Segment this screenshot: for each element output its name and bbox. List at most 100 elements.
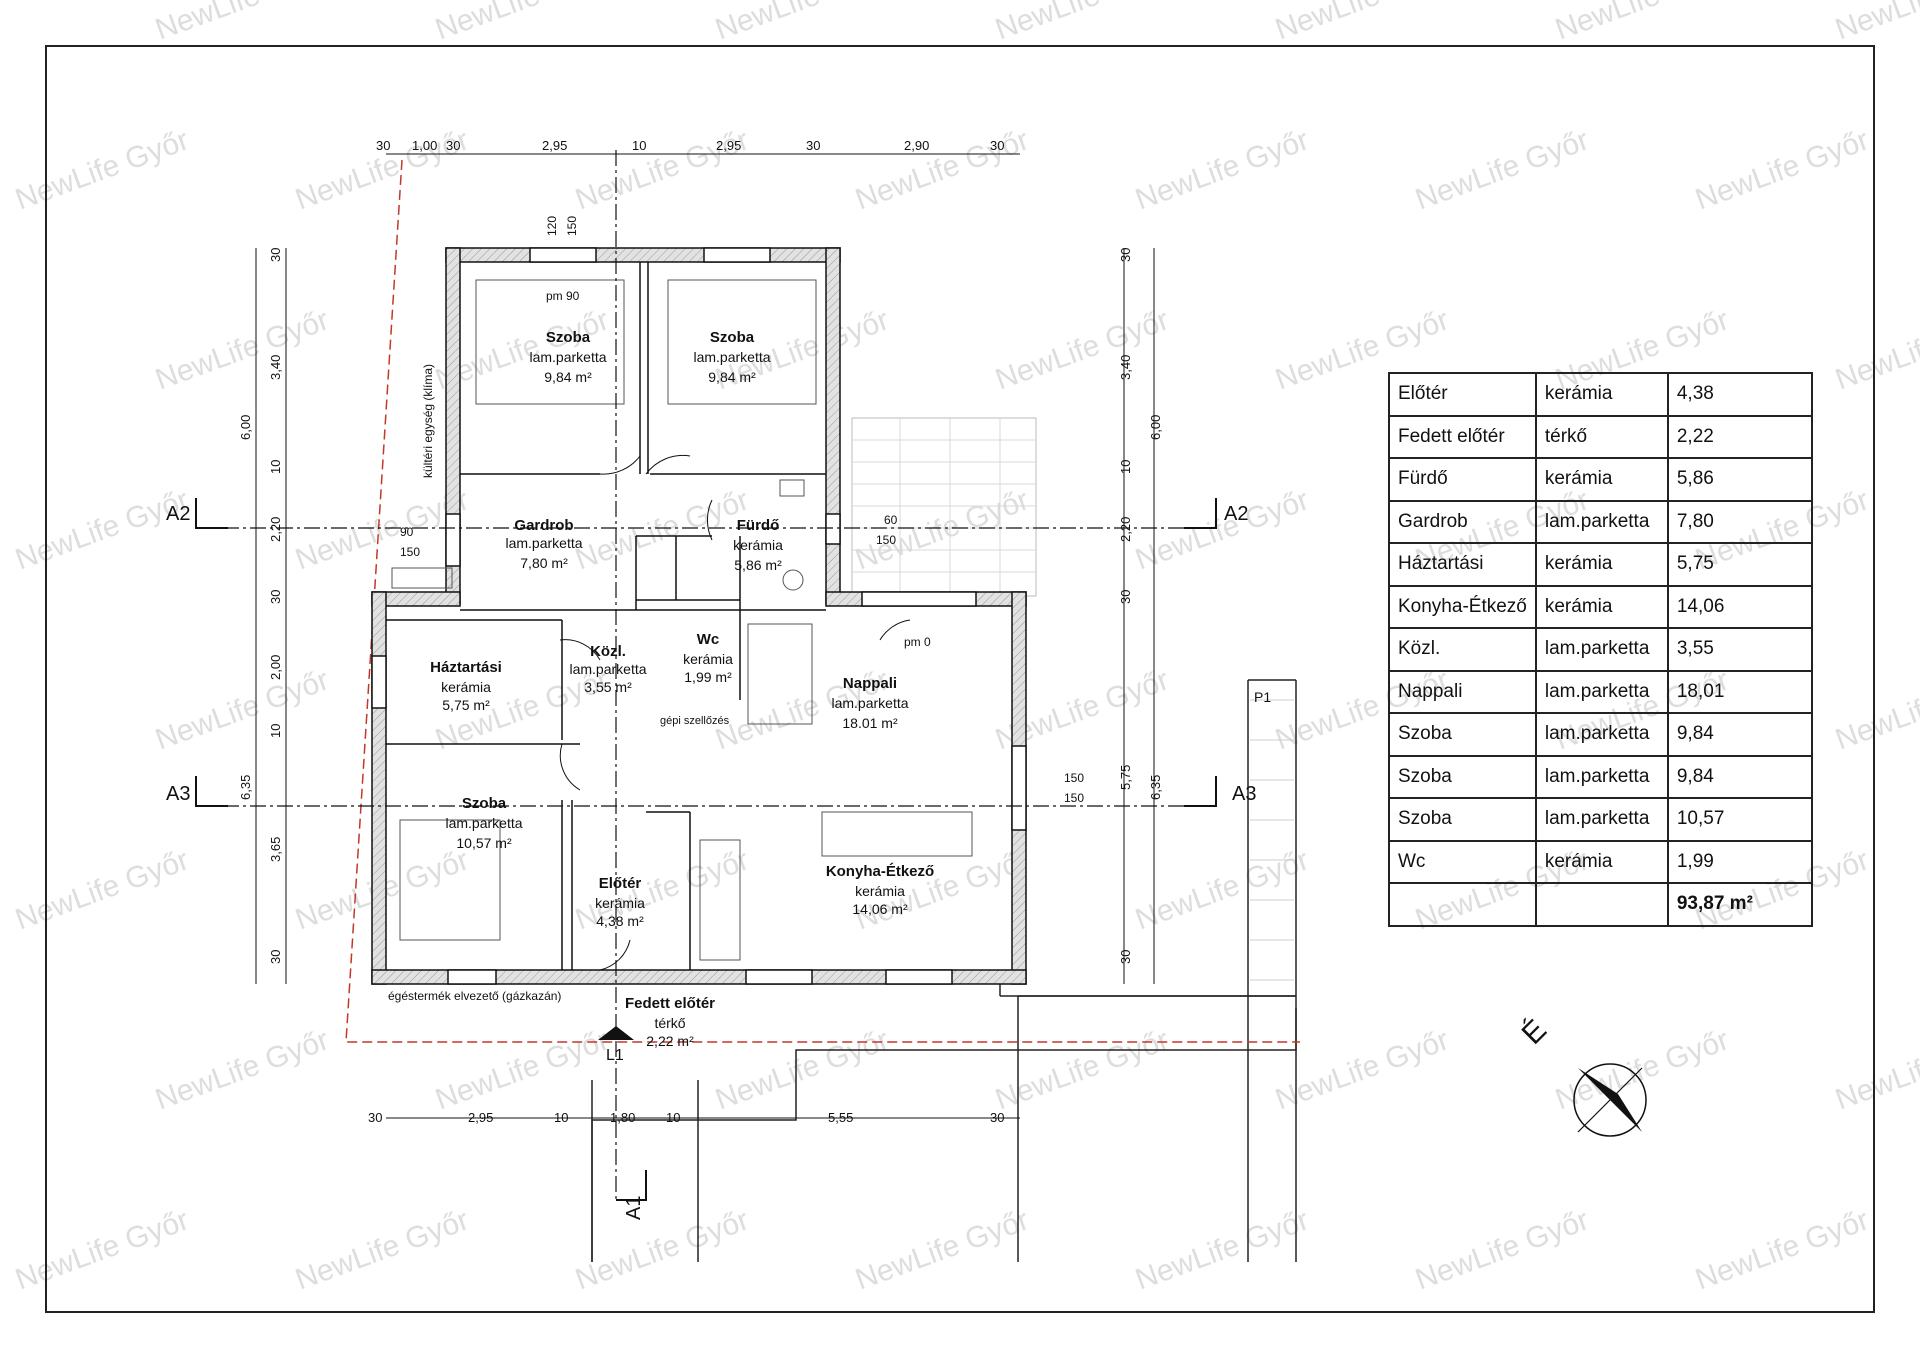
watermark-text: NewLife Győr bbox=[1131, 843, 1313, 936]
watermark-text: NewLife Győr bbox=[1831, 663, 1920, 756]
dim-left-inner-0: 30 bbox=[268, 248, 283, 262]
dim-bottom-4: 10 bbox=[666, 1110, 680, 1125]
room-name-kozl: Közl. bbox=[590, 643, 626, 660]
area-table-cell-floor: lam.parketta bbox=[1534, 499, 1669, 544]
window-label-1: 150 bbox=[565, 216, 579, 236]
area-table-cell-floor: lam.parketta bbox=[1534, 712, 1669, 757]
area-table-total-row: 93,87 m² bbox=[1388, 882, 1813, 927]
room-name-szoba-3: Szoba bbox=[462, 795, 507, 812]
watermark-text: NewLife Győr bbox=[291, 1203, 473, 1296]
window-label-4: 150 bbox=[400, 545, 420, 559]
watermark-text: NewLife Győr bbox=[851, 483, 1033, 576]
area-table-cell-area: 4,38 bbox=[1666, 372, 1813, 417]
area-table-cell-area: 14,06 bbox=[1666, 584, 1813, 629]
window-label-7: 150 bbox=[1064, 771, 1084, 785]
dim-top-8: 30 bbox=[990, 138, 1004, 153]
section-label-a2-left: A2 bbox=[166, 503, 190, 525]
area-table-cell-room: Konyha-Étkező bbox=[1388, 584, 1537, 629]
room-area-wc: 1,99 m² bbox=[684, 669, 732, 685]
room-floor-wc: kerámia bbox=[683, 651, 733, 667]
dim-left-outer-1: 6,35 bbox=[238, 775, 253, 800]
room-area-kozl: 3,55 m² bbox=[584, 679, 632, 695]
paving-ticks bbox=[1250, 699, 1294, 981]
area-table-cell-floor: kerámia bbox=[1534, 542, 1669, 587]
room-area-gardrob: 7,80 m² bbox=[520, 555, 568, 571]
window-label-5: 60 bbox=[884, 513, 898, 527]
dim-top-1: 1,00 bbox=[412, 138, 437, 153]
room-name-gardrob: Gardrob bbox=[514, 517, 573, 534]
room-floor-fedett-eloter: térkő bbox=[654, 1015, 685, 1031]
dim-bottom-3: 1,80 bbox=[610, 1110, 635, 1125]
room-floor-haztartasi: kerámia bbox=[441, 679, 491, 695]
watermark-text: NewLife Győr bbox=[1271, 0, 1453, 47]
area-table-cell-room: Fürdő bbox=[1388, 457, 1537, 502]
section-lines bbox=[196, 150, 1216, 1200]
watermark-text: NewLife Győr bbox=[1131, 123, 1313, 216]
watermark-text: NewLife Győr bbox=[1131, 1203, 1313, 1296]
dim-left-outer-0: 6,00 bbox=[238, 415, 253, 440]
section-label-a2-right: A2 bbox=[1224, 503, 1248, 525]
area-table-cell-area: 5,75 bbox=[1666, 542, 1813, 587]
section-label-a3-right: A3 bbox=[1232, 783, 1256, 805]
dim-right-inner-4: 30 bbox=[1118, 590, 1133, 604]
watermark-text: NewLife Győr bbox=[1551, 0, 1733, 47]
dim-right-inner-5: 5,75 bbox=[1118, 765, 1133, 790]
watermark-text: NewLife Győr bbox=[11, 123, 193, 216]
area-table-cell-room: Fedett előtér bbox=[1388, 414, 1537, 459]
room-name-szoba-2: Szoba bbox=[710, 329, 755, 346]
room-name-fedett-eloter: Fedett előtér bbox=[625, 995, 715, 1012]
area-table-cell-area: 7,80 bbox=[1666, 499, 1813, 544]
dim-left-inner-8: 30 bbox=[268, 950, 283, 964]
dim-top-4: 10 bbox=[632, 138, 646, 153]
area-table-cell-area: 18,01 bbox=[1666, 669, 1813, 714]
dim-left-inner-4: 30 bbox=[268, 590, 283, 604]
window-label-8: 150 bbox=[1064, 791, 1084, 805]
area-table-cell-room: Háztartási bbox=[1388, 542, 1537, 587]
dim-bottom-2: 10 bbox=[554, 1110, 568, 1125]
area-table-cell-area: 2,22 bbox=[1666, 414, 1813, 459]
window-label-9: pm 0 bbox=[904, 635, 931, 649]
entrance-marker-icon bbox=[598, 1026, 634, 1040]
room-name-konyha: Konyha-Étkező bbox=[826, 863, 934, 880]
watermark-text: NewLife Győr bbox=[991, 303, 1173, 396]
area-table-cell-room: Szoba bbox=[1388, 797, 1537, 842]
section-label-a3-left: A3 bbox=[166, 783, 190, 805]
area-table-cell-area: 9,84 bbox=[1666, 754, 1813, 799]
watermark-text: NewLife Győr bbox=[1411, 123, 1593, 216]
room-floor-furdo: kerámia bbox=[733, 537, 783, 553]
room-area-fedett-eloter: 2,22 m² bbox=[646, 1033, 694, 1049]
room-floor-kozl: lam.parketta bbox=[569, 661, 646, 677]
watermark-text: NewLife Győr bbox=[1831, 303, 1920, 396]
room-floor-eloter: kerámia bbox=[595, 895, 645, 911]
window-label-3: 90 bbox=[400, 525, 414, 539]
area-table-cell-floor: lam.parketta bbox=[1534, 754, 1669, 799]
sheet-frame bbox=[45, 45, 1875, 1313]
room-floor-szoba-1: lam.parketta bbox=[529, 349, 606, 365]
room-area-szoba-2: 9,84 m² bbox=[708, 369, 756, 385]
watermark-text: NewLife Győr bbox=[1271, 1023, 1453, 1116]
dim-left-inner-1: 3,40 bbox=[268, 355, 283, 380]
watermark-text: NewLife Győr bbox=[1551, 1023, 1733, 1116]
room-name-furdo: Fürdő bbox=[737, 517, 780, 534]
watermark-text: NewLife Győr bbox=[11, 843, 193, 936]
dim-left-inner-2: 10 bbox=[268, 460, 283, 474]
watermark-text: NewLife Győr bbox=[1691, 1203, 1873, 1296]
area-table-cell-floor: kerámia bbox=[1534, 584, 1669, 629]
area-table-cell-floor: kerámia bbox=[1534, 457, 1669, 502]
dim-left-inner-6: 10 bbox=[268, 724, 283, 738]
area-table-cell-room: Közl. bbox=[1388, 627, 1537, 672]
area-table-cell-area: 3,55 bbox=[1666, 627, 1813, 672]
watermark-text: NewLife Győr bbox=[151, 0, 333, 47]
area-table-cell-area: 1,99 bbox=[1666, 839, 1813, 884]
watermark-text: NewLife Győr bbox=[851, 1203, 1033, 1296]
dim-right-inner-3: 2,20 bbox=[1118, 517, 1133, 542]
room-area-eloter: 4,38 m² bbox=[596, 913, 644, 929]
dim-bottom-6: 30 bbox=[990, 1110, 1004, 1125]
area-table-cell-room: Nappali bbox=[1388, 669, 1537, 714]
interior-walls bbox=[386, 262, 826, 970]
